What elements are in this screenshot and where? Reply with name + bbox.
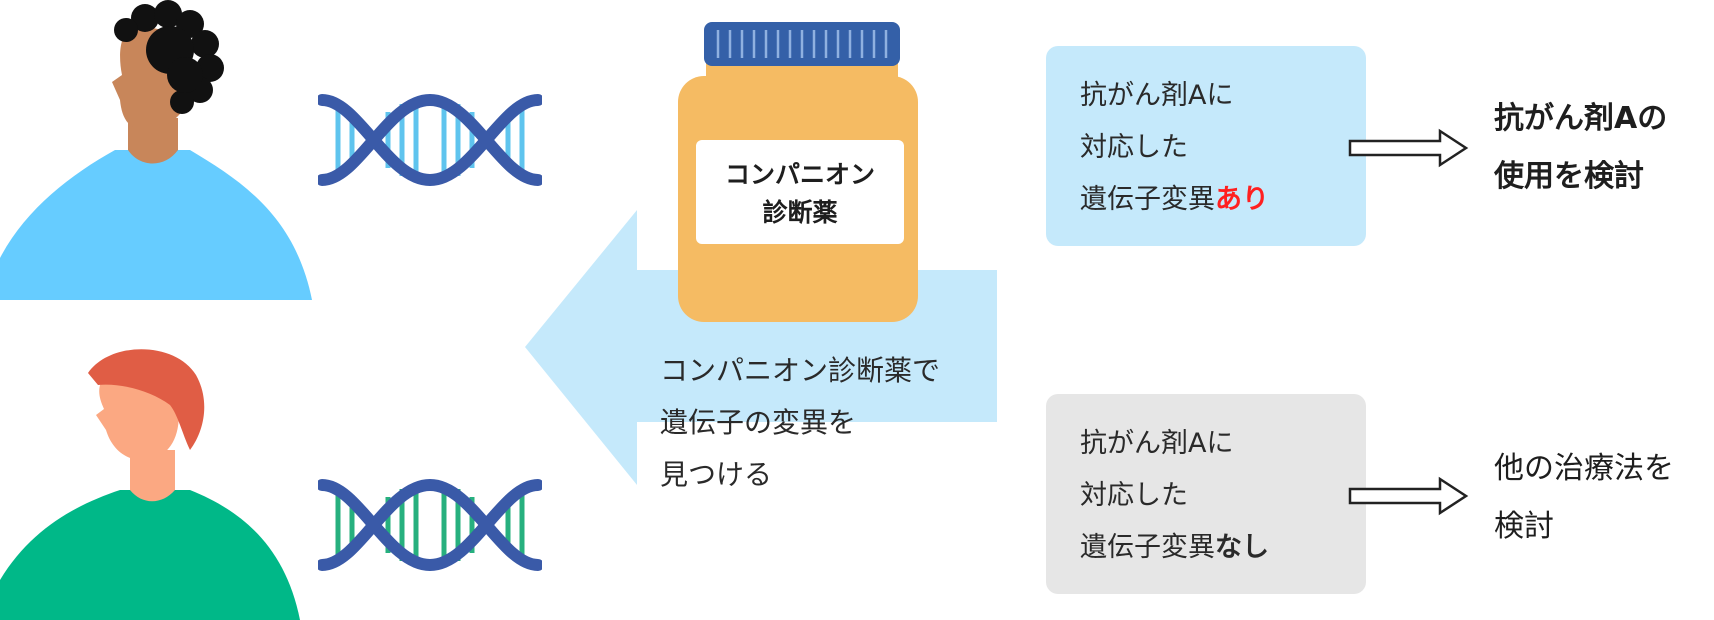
result-positive-line1: 抗がん剤Aの xyxy=(1494,101,1668,136)
mutation-present-line2: 対応した xyxy=(1080,132,1188,163)
mutation-present-box xyxy=(1046,46,1366,246)
result-positive: 抗がん剤Aの 使用を検討 xyxy=(1494,90,1667,206)
mutation-present-line3: 遺伝子変異あり xyxy=(1080,174,1269,226)
arrow-caption: コンパニオン診断薬で 遺伝子の変異を 見つける xyxy=(660,345,940,501)
dna-top-icon xyxy=(318,93,542,187)
person-bottom-hair xyxy=(88,349,205,450)
person-bottom-ear xyxy=(155,403,173,431)
bottle-label-line2: 診断薬 xyxy=(762,198,838,227)
mutation-absent-line3-prefix: 遺伝子変異 xyxy=(1080,532,1215,563)
arrow-to-result-negative xyxy=(1348,476,1469,516)
bottle-label: コンパニオン 診断薬 xyxy=(696,156,904,232)
mutation-absent-text: 抗がん剤Aに 対応した 遺伝子変異なし xyxy=(1080,418,1269,574)
result-positive-line2: 使用を検討 xyxy=(1494,159,1644,194)
dna-bottom-icon xyxy=(318,478,542,572)
result-negative-line1: 他の治療法を xyxy=(1494,451,1674,486)
arrow-to-result-positive xyxy=(1348,128,1469,168)
mutation-present-line1: 抗がん剤Aに xyxy=(1080,80,1234,111)
companion-diagnostic-bottle xyxy=(678,22,918,322)
person-bottom-illustration xyxy=(0,349,300,620)
mutation-absent-line2: 対応した xyxy=(1080,480,1188,511)
mutation-present-emphasis: あり xyxy=(1215,184,1269,215)
person-top-shirt xyxy=(0,150,312,300)
arrow-caption-line2: 遺伝子の変異を xyxy=(660,406,857,439)
person-top-hair xyxy=(114,0,224,114)
arrow-caption-line3: 見つける xyxy=(660,458,773,491)
mutation-absent-emphasis: なし xyxy=(1215,532,1269,563)
bottle-label-panel xyxy=(696,140,904,244)
result-negative-line2: 検討 xyxy=(1494,509,1554,544)
mutation-absent-line3: 遺伝子変異なし xyxy=(1080,522,1269,574)
bottle-label-line1: コンパニオン xyxy=(724,160,875,189)
mutation-present-text: 抗がん剤Aに 対応した 遺伝子変異あり xyxy=(1080,70,1269,226)
person-bottom-shirt xyxy=(0,490,300,620)
person-top-illustration xyxy=(0,0,312,300)
bottle-cap-ridges xyxy=(716,30,888,58)
mutation-present-line3-prefix: 遺伝子変異 xyxy=(1080,184,1215,215)
result-negative: 他の治療法を 検討 xyxy=(1494,440,1674,556)
mutation-absent-box xyxy=(1046,394,1366,594)
arrow-caption-line1: コンパニオン診断薬で xyxy=(660,354,941,387)
mutation-absent-line1: 抗がん剤Aに xyxy=(1080,428,1234,459)
person-bottom-neck xyxy=(130,450,175,502)
